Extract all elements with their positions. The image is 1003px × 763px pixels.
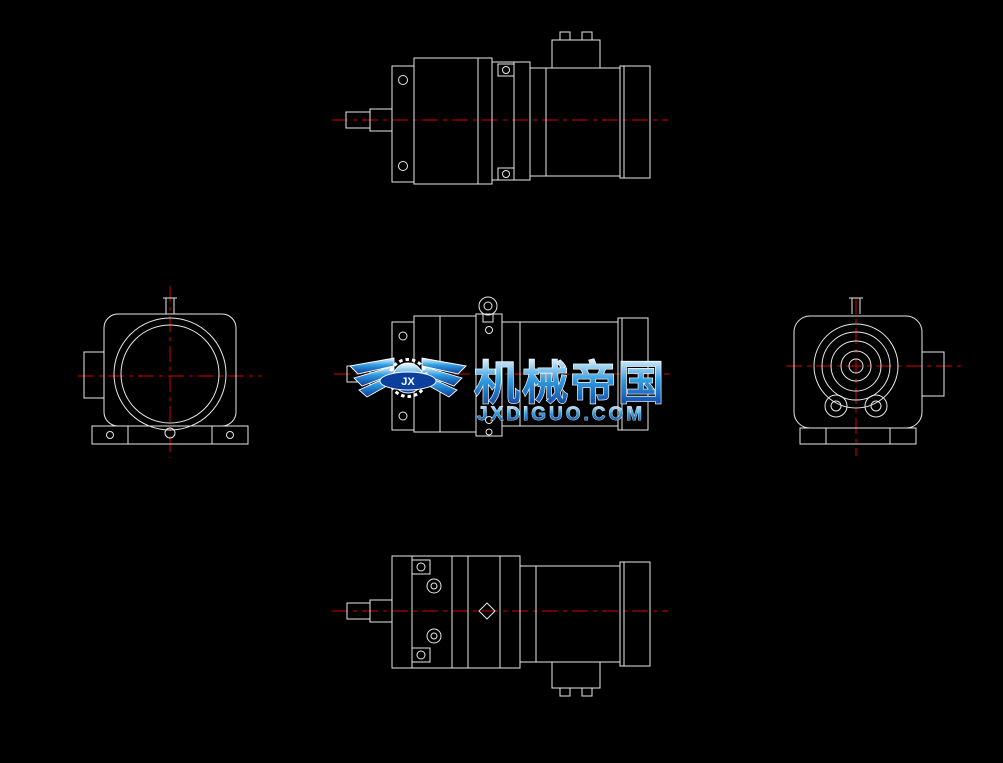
fan-cover [619, 65, 651, 179]
bolt-bosses [824, 394, 888, 418]
section-diamond [478, 602, 496, 620]
housing-outline [793, 315, 923, 429]
watermark-subtitle: JXDIGUO.COM [477, 404, 645, 425]
winged-gear-icon: JX [349, 357, 467, 398]
watermark-logo: JX 机械帝国 JXDIGUO.COM [349, 355, 666, 425]
fan-shroud-circle [113, 317, 227, 431]
view-side-bottom [332, 555, 668, 697]
fan-cover [617, 317, 649, 431]
drain-plug [164, 427, 176, 439]
motor-fins [535, 565, 621, 663]
motor-fins [545, 67, 621, 177]
view-rear-right [786, 297, 962, 456]
view-front-left [78, 286, 262, 458]
fan-grille-mesh [120, 324, 220, 424]
view-side-top [332, 31, 668, 185]
gearbox-housing [391, 555, 521, 669]
concentric-bores [813, 323, 899, 409]
view-side-center [334, 296, 670, 437]
side-boss [921, 351, 945, 397]
mounting-base [799, 427, 917, 445]
terminal-box [551, 661, 601, 697]
top-pin [163, 297, 177, 314]
watermark-title: 机械帝国 [474, 356, 666, 410]
motor-body [501, 317, 649, 431]
mounting-base [91, 425, 249, 445]
terminal-box [551, 31, 601, 69]
gearbox-flange [391, 65, 415, 183]
side-boss [83, 351, 105, 399]
gearbox-housing [413, 57, 531, 185]
top-pin [849, 297, 863, 314]
motor-body [519, 561, 651, 667]
watermark-emblem-text: JX [401, 376, 415, 388]
motor-body [529, 65, 651, 179]
fan-cover [619, 561, 651, 667]
eye-bolt [478, 296, 498, 323]
